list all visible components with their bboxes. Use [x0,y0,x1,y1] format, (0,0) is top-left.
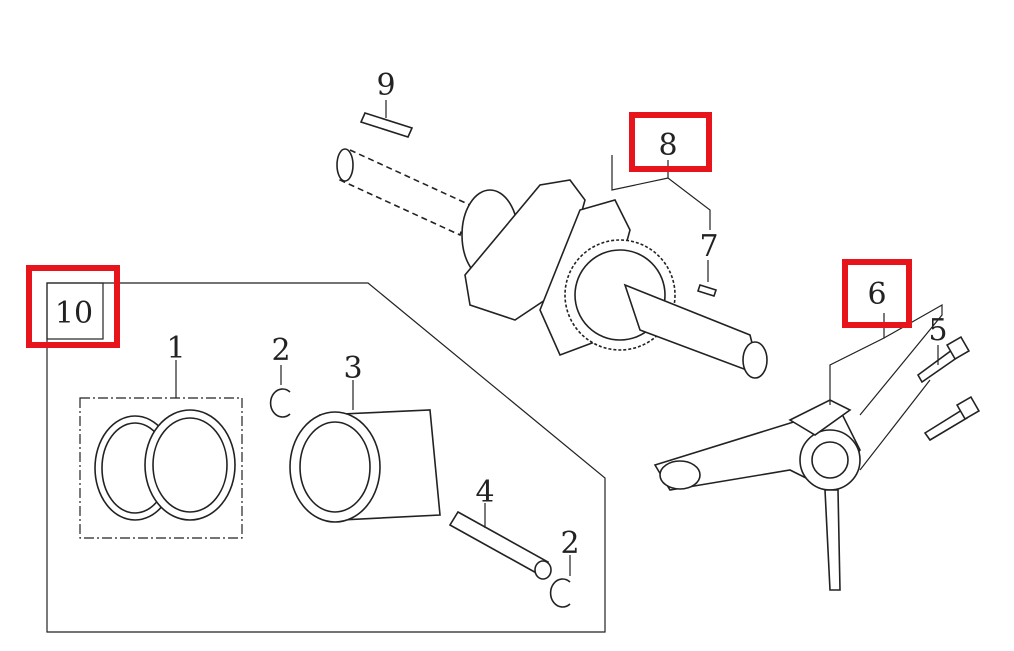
callout-6: 6 [867,277,886,312]
part-2-circlip-bottom [549,555,571,608]
callout-3: 3 [343,351,362,386]
callout-9: 9 [376,68,395,103]
highlight-box-8 [629,112,712,172]
callout-2-top: 2 [271,333,290,368]
part-2-circlip-top [269,365,291,418]
part-1-piston-rings [79,360,243,539]
highlight-box-10 [26,265,120,348]
part-9-key [359,100,414,138]
part-3-piston [289,380,441,523]
callout-7: 7 [699,229,718,264]
callout-1: 1 [166,331,185,366]
callout-4: 4 [475,475,494,510]
part-8-crankshaft [336,148,768,379]
callout-10: 10 [55,296,93,331]
callout-5: 5 [928,313,947,348]
part-4-piston-pin [448,503,552,580]
label-box-10 [46,282,104,340]
part-7-key [696,260,718,297]
callout-8: 8 [658,128,677,163]
highlight-box-6 [842,259,912,328]
part-5-bolts [916,335,981,442]
piston-assembly-outline [46,282,606,633]
callout-2-bottom: 2 [560,526,579,561]
part-6-connecting-rod [653,399,861,591]
